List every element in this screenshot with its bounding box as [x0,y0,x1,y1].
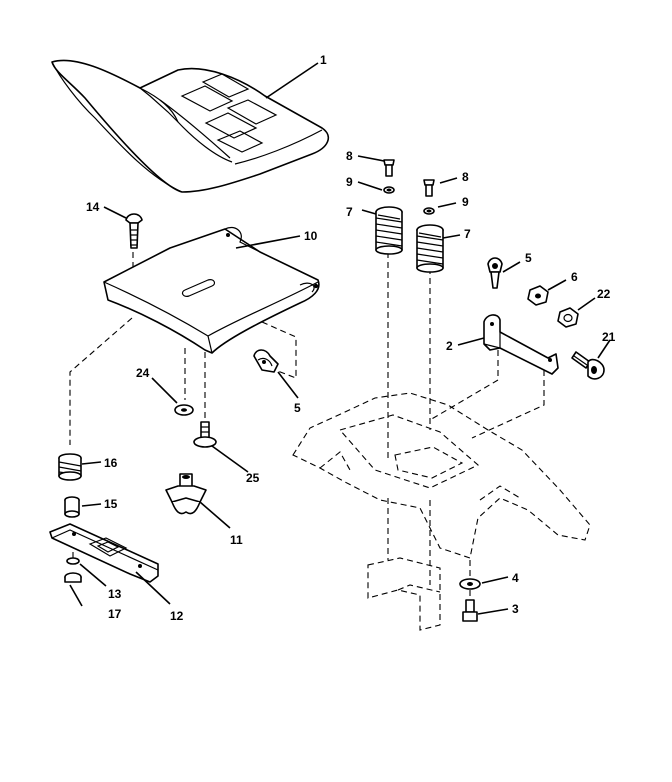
hex-bolt [462,599,509,622]
callout-8-right: 8 [462,170,469,184]
callout-labels: 1 8 9 7 8 9 7 14 10 5 6 22 2 21 24 5 25 … [86,53,616,623]
callout-9-right: 9 [462,195,469,209]
hex-nut [527,279,567,306]
seat-pan [103,226,320,354]
callout-15: 15 [104,497,118,511]
callout-16: 16 [104,456,118,470]
callout-2: 2 [446,339,453,353]
callout-7-left: 7 [346,205,353,219]
callout-5-upper: 5 [525,251,532,265]
lock-nut [557,297,596,328]
pivot-knob [165,473,231,529]
callout-17: 17 [108,607,122,621]
callout-1: 1 [320,53,327,67]
callout-25: 25 [246,471,260,485]
shoulder-bolt [193,421,249,473]
callout-21: 21 [602,330,616,344]
callout-12: 12 [170,609,184,623]
callout-8-left: 8 [346,149,353,163]
assembly-guide-lines [69,252,591,631]
spring-stack-right [416,177,461,273]
callout-14: 14 [86,200,100,214]
callout-7-right: 7 [464,227,471,241]
adjuster-clip-upper [487,257,521,289]
callout-9-left: 9 [346,175,353,189]
callout-10: 10 [304,229,318,243]
callout-24: 24 [136,366,150,380]
carriage-bolt [103,206,143,249]
flat-washer-frame [459,576,509,590]
bushing [64,496,102,518]
callout-5-lower: 5 [294,401,301,415]
callout-11: 11 [230,533,243,547]
seat [51,59,330,193]
callout-13: 13 [108,587,122,601]
lower-spring [58,453,102,481]
adjustment-bracket [457,314,559,375]
callout-6: 6 [571,270,578,284]
callout-4: 4 [512,571,519,585]
flat-washer-seat [151,377,194,416]
callout-22: 22 [597,287,611,301]
flange-nut [64,572,83,607]
lock-washer [66,557,107,587]
base-plate [49,523,171,605]
callout-3: 3 [512,602,519,616]
spring-stack-left [357,155,403,255]
adjustment-knob [571,339,611,380]
adjuster-clip-lower [253,349,299,399]
